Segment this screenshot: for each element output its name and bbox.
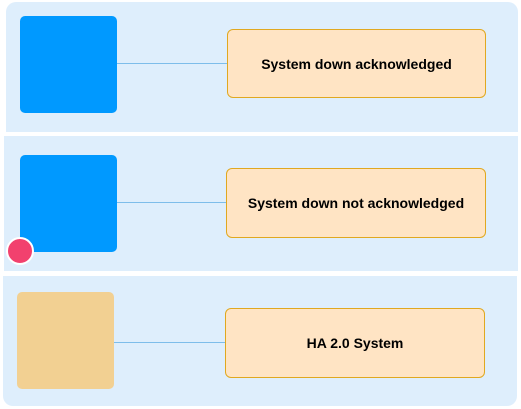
label-box: System down acknowledged — [227, 29, 486, 98]
legend-label: System down acknowledged — [261, 55, 452, 72]
ha-system-square — [17, 292, 114, 389]
legend-label: HA 2.0 System — [306, 335, 404, 351]
alert-dot-icon — [6, 237, 34, 265]
connector-line — [114, 342, 225, 343]
connector-line — [117, 202, 227, 203]
label-box: System down not acknowledged — [226, 168, 486, 238]
not-acknowledged-system-square — [20, 155, 117, 252]
connector-line — [117, 63, 227, 64]
label-box: HA 2.0 System — [225, 308, 485, 378]
acknowledged-system-square — [20, 16, 117, 113]
legend-label: System down not acknowledged — [247, 195, 465, 211]
